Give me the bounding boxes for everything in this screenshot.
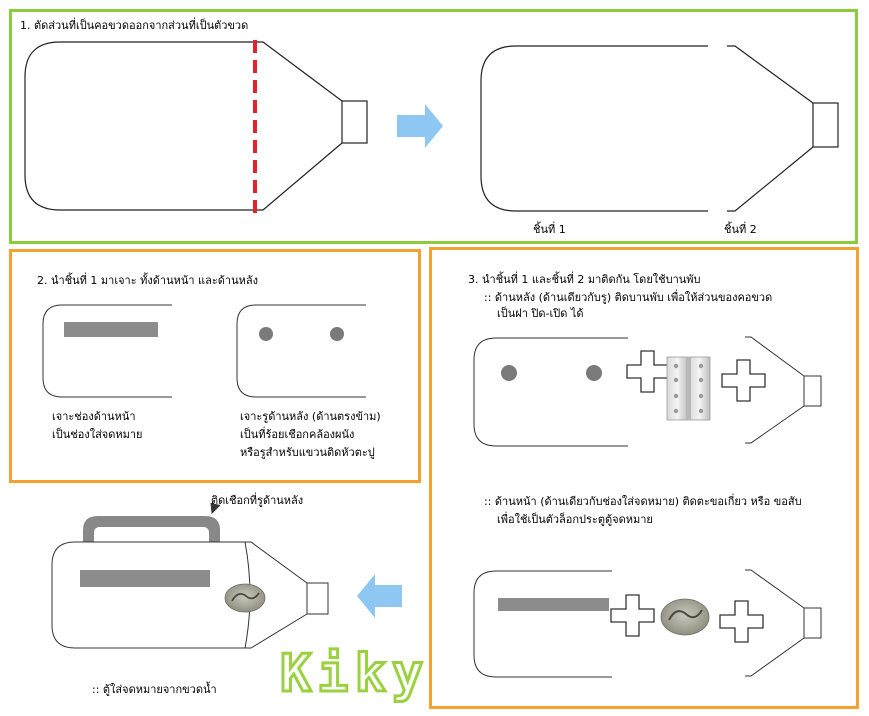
- mailbox-slot: [80, 570, 210, 587]
- piece-1-label: ชิ้นที่ 1: [533, 223, 566, 236]
- whole-bottle: [24, 41, 368, 211]
- back-caption-2: เป็นที่ร้อยเชือกคล้องผนัง: [240, 428, 355, 441]
- watermark-logo: Kiky: [278, 644, 430, 704]
- right-arrow-step1: [397, 104, 443, 148]
- plus-icon: [626, 350, 669, 393]
- hole-left: [259, 327, 273, 341]
- piece-2-neck: [727, 45, 839, 212]
- step3-note2-line1: :: ด้านหน้า (ด้านเดียวกับช่องใส่จดหมาย) …: [484, 495, 802, 508]
- step2-panel: [9, 249, 421, 483]
- rope-handle: [83, 516, 220, 542]
- plus-icon: [719, 600, 764, 643]
- latch-icon: [660, 598, 710, 636]
- rope-label: ติดเชือกที่รูด้านหลัง: [211, 494, 304, 507]
- neck-piece-step3-top: [745, 336, 822, 444]
- rope-pointer-arrow: [210, 502, 221, 515]
- step3-note2-line2: เพื่อใช้เป็นตัวล็อกประตูตู้จดหมาย: [497, 513, 653, 526]
- hole-right: [330, 327, 344, 341]
- plus-icon: [610, 594, 655, 637]
- step3-note1-line2: เป็นฝา ปิด-เปิด ได้: [497, 307, 584, 320]
- step1-panel: [9, 9, 858, 244]
- front-piece: [42, 304, 172, 398]
- result-arrow-left: [357, 574, 402, 618]
- front-caption-1: เจาะช่องด้านหน้า: [52, 410, 136, 423]
- back-caption-3: หรือรูสำหรับแขวนติดหัวตะปู: [240, 446, 375, 459]
- step3-title: 3. นำชิ้นที่ 1 และชิ้นที่ 2 มาติดกัน โดย…: [468, 273, 701, 286]
- front-piece-step3: [473, 570, 612, 678]
- step3-panel: [429, 247, 859, 709]
- mailbox: [51, 541, 329, 649]
- result-caption: :: ตู้ใส่จดหมายจากขวดน้ำ: [92, 683, 217, 696]
- back-caption-1: เจาะรูด้านหลัง (ด้านตรงข้าม): [240, 410, 381, 423]
- plus-icon: [721, 359, 766, 402]
- mail-slot: [64, 322, 158, 337]
- front-caption-2: เป็นช่องใส่จดหมาย: [52, 428, 143, 441]
- hinge-icon: [666, 356, 711, 421]
- piece-1-body: [480, 45, 708, 212]
- step3-note1-line1: :: ด้านหลัง (ด้านเดียวกับรู) ติดบานพับ เ…: [484, 291, 773, 304]
- step2-title: 2. นำชิ้นที่ 1 มาเจาะ ทั้งด้านหน้า และด้…: [37, 274, 258, 287]
- step1-title: 1. ตัดส่วนที่เป็นคอขวดออกจากส่วนที่เป็นต…: [20, 19, 249, 32]
- mailbox-latch-icon: [224, 583, 266, 613]
- neck-piece-step3-bottom: [745, 569, 822, 677]
- back-piece: [236, 304, 366, 398]
- piece-2-label: ชิ้นที่ 2: [724, 223, 757, 236]
- back-piece-step3: [473, 337, 628, 447]
